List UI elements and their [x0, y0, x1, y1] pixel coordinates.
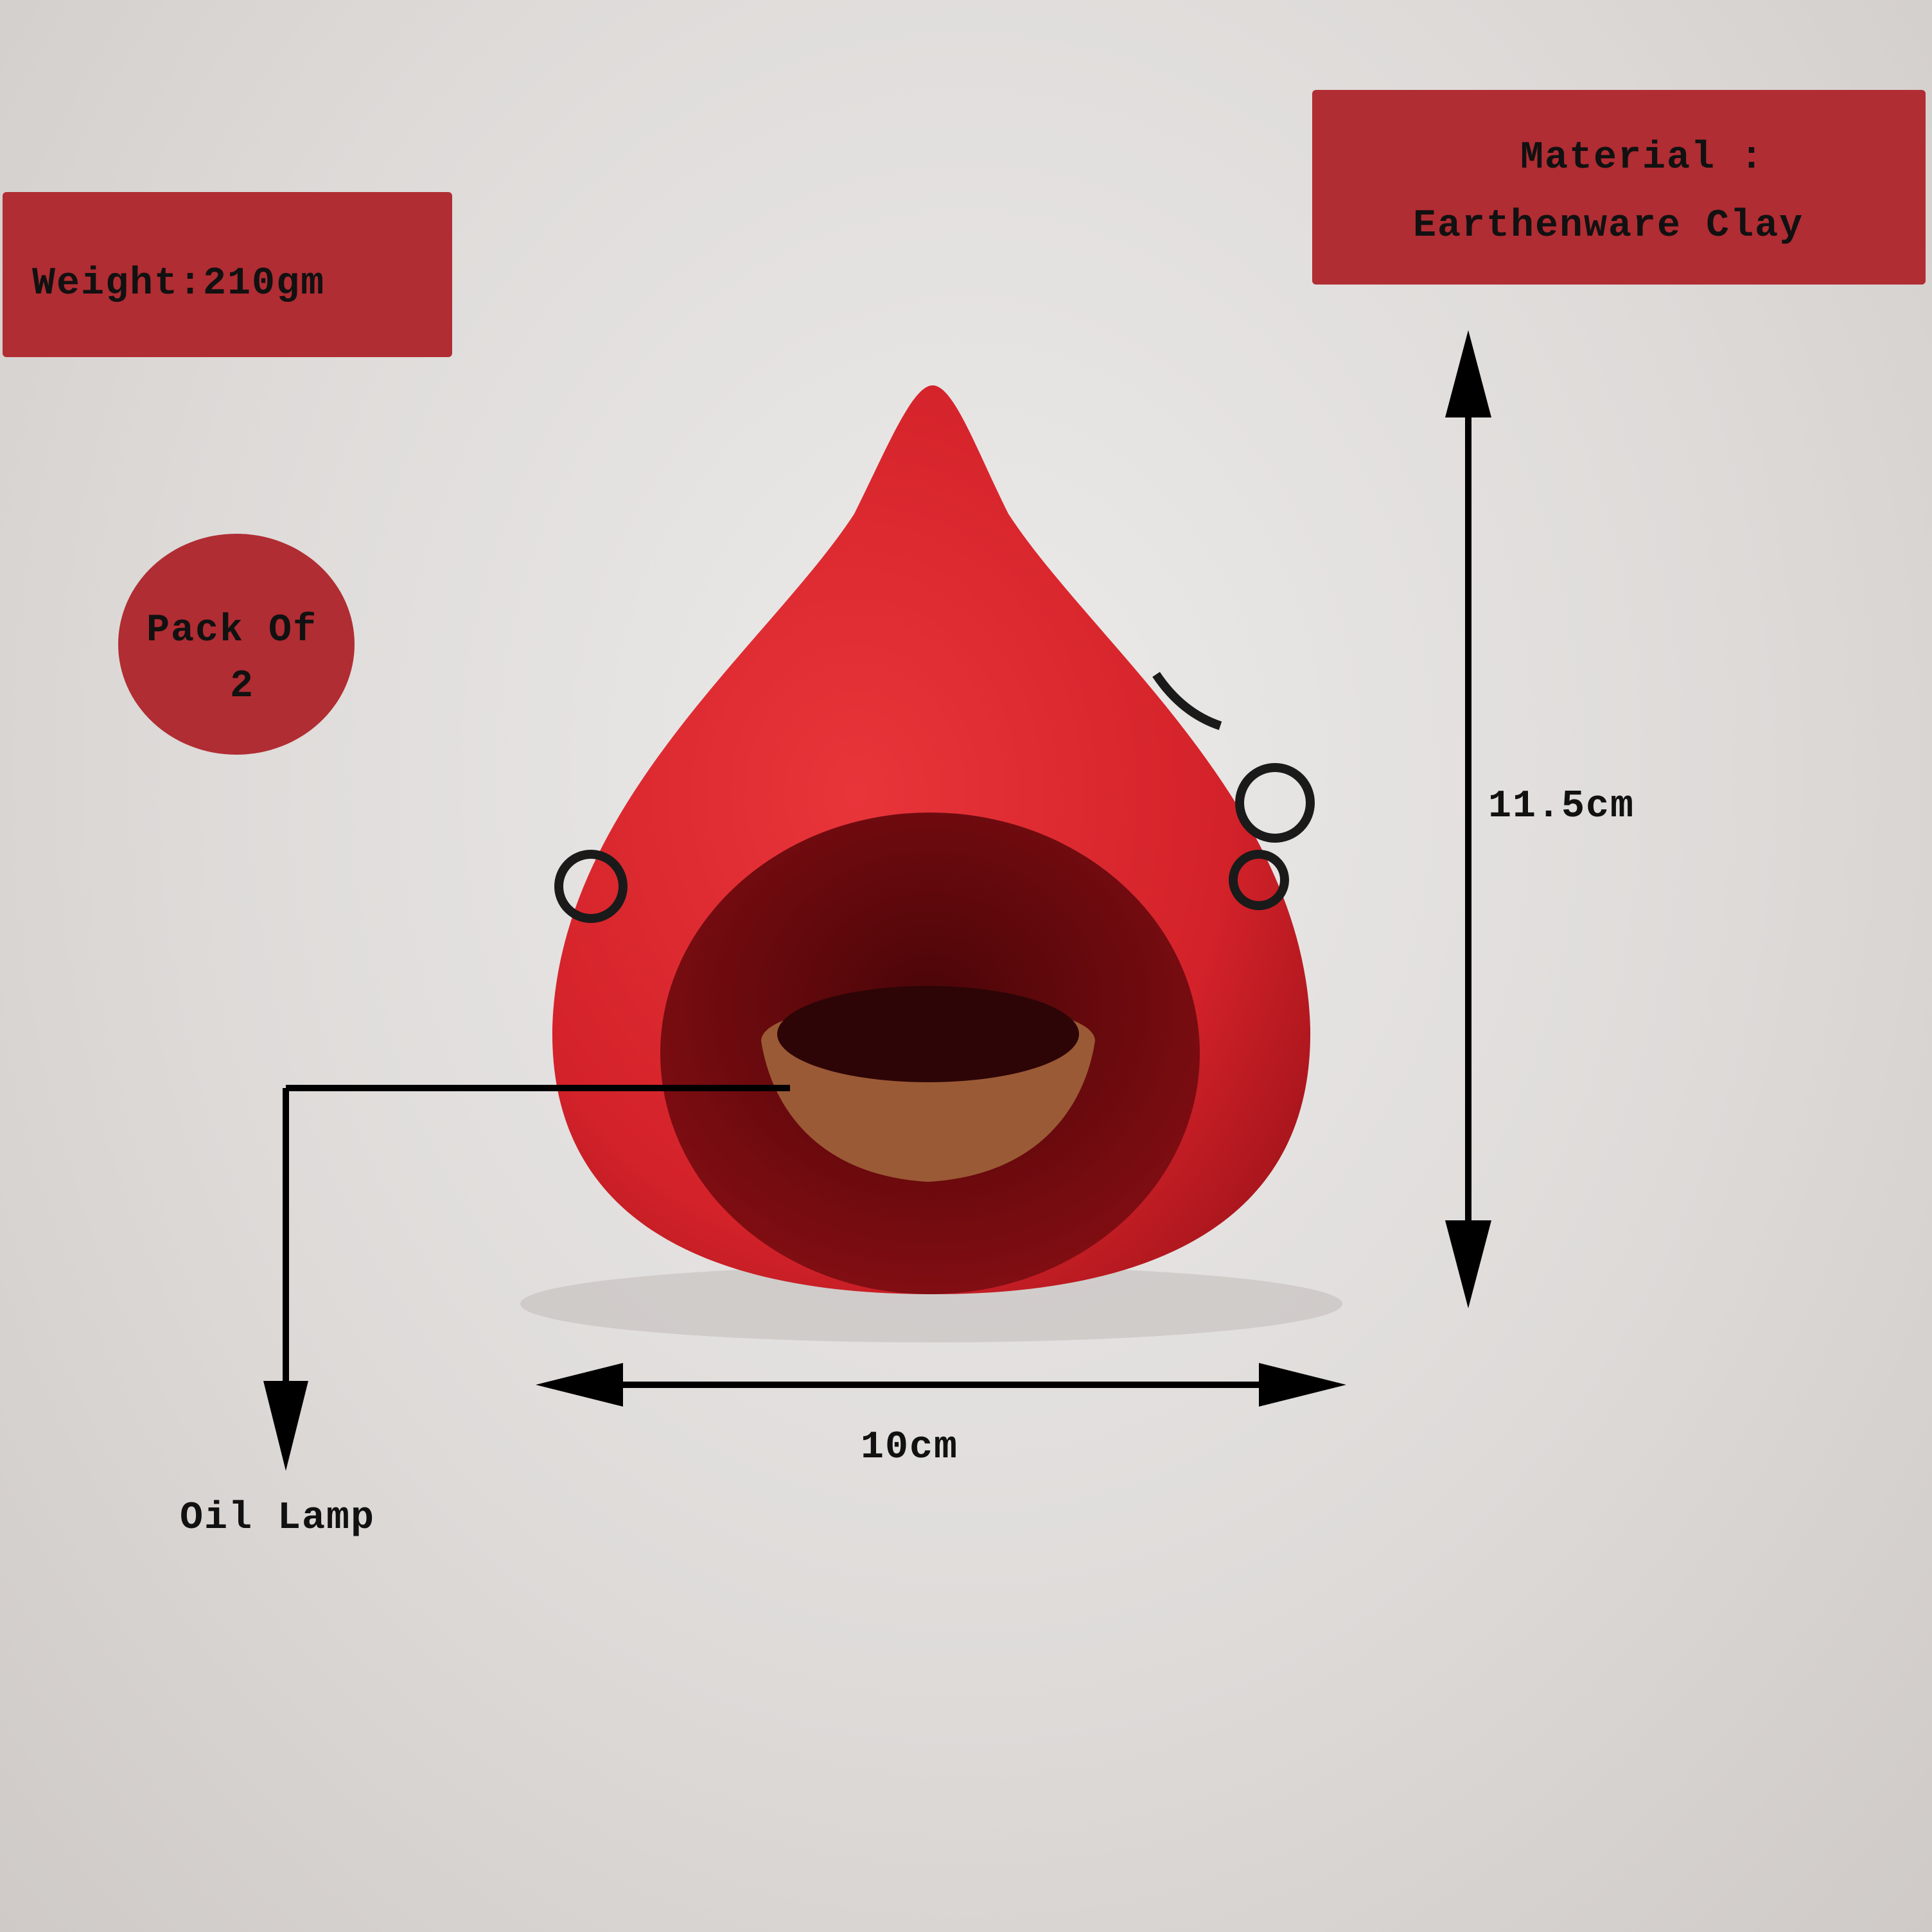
decorative-pattern [554, 672, 1315, 923]
pack-count: 2 [230, 665, 255, 708]
pack-badge [118, 534, 355, 755]
width-label: 10cm [861, 1426, 959, 1470]
oil-lamp-callout [263, 1085, 790, 1471]
height-dimension-arrow [1445, 330, 1491, 1308]
height-label: 11.5cm [1488, 785, 1635, 829]
oil-lamp-label: Oil Lamp [180, 1497, 376, 1540]
weight-label: Weight:210gm [32, 262, 326, 306]
material-badge [1312, 90, 1926, 285]
pack-label: Pack Of [146, 609, 318, 653]
material-value: Earthenware Clay [1413, 204, 1804, 248]
material-label: Material : [1520, 136, 1765, 180]
width-dimension-arrow [536, 1363, 1346, 1407]
weight-badge [3, 192, 452, 357]
shadow [520, 1265, 1342, 1342]
